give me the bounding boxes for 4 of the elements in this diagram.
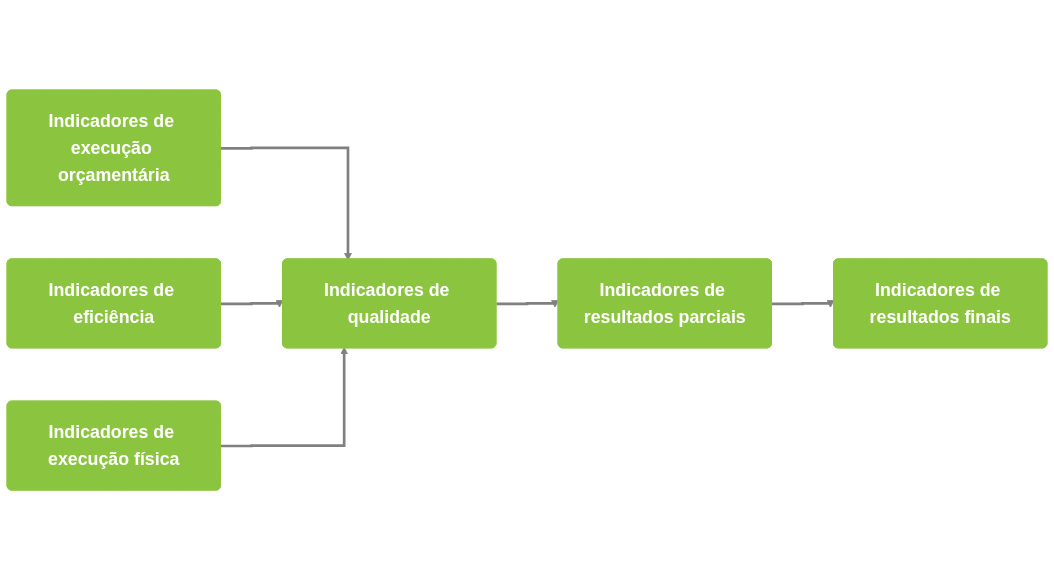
arrow [771,299,835,308]
arrow [496,299,559,308]
arrow [220,299,284,308]
arrow [220,346,349,448]
